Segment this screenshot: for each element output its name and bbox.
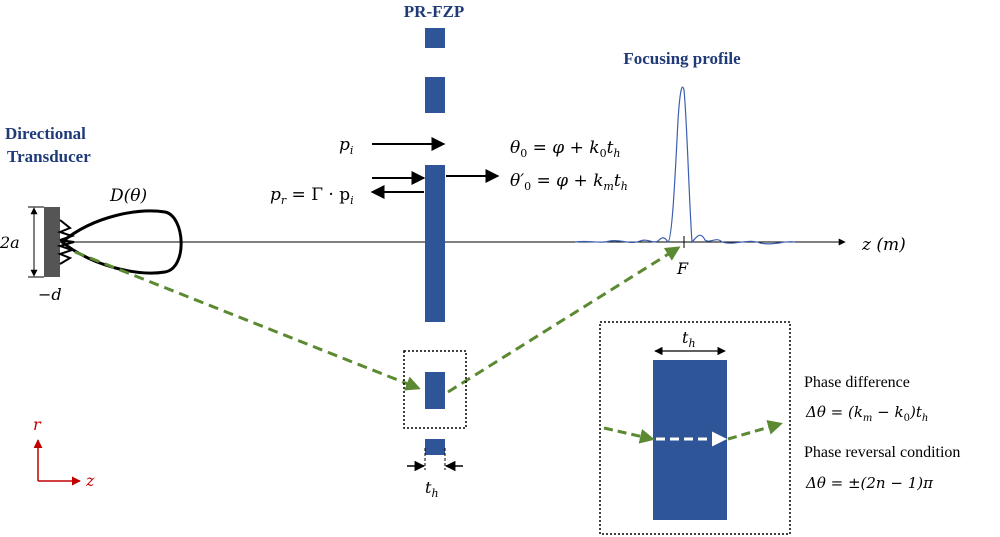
transducer-label-line2: Transducer: [7, 147, 91, 166]
focusing-profile-curve: [574, 86, 796, 245]
ray-to-focus: [447, 246, 681, 394]
transducer-fringe: [56, 219, 76, 265]
minus-d-label: −d: [38, 285, 62, 304]
focusing-profile-label: Focusing profile: [623, 49, 741, 68]
theta0-prime-equation: θ′0 = φ + kmth: [510, 171, 628, 193]
plate-title: PR-FZP: [404, 2, 464, 21]
phase-difference-title: Phase difference: [804, 374, 910, 391]
zoom-box-small: [403, 350, 467, 429]
incident-label: pi: [339, 135, 353, 157]
inset-ray-in: [603, 426, 655, 444]
coord-z-label: z: [85, 471, 95, 490]
ray-to-plate: [74, 250, 421, 391]
plate-ring-2: [425, 77, 445, 113]
reflected-label: pr = Γ · pi: [270, 185, 354, 207]
phase-reversal-title: Phase reversal condition: [804, 444, 960, 461]
th-inset-label: th: [682, 328, 696, 350]
z-axis-label: z (m): [861, 235, 906, 255]
th-bottom-label: th: [425, 478, 439, 500]
theta0-equation: θ0 = φ + k0th: [510, 138, 621, 160]
plate-center: [425, 165, 445, 322]
transducer-label-line1: Directional: [5, 124, 86, 143]
transducer-body: [44, 207, 60, 277]
phase-difference-equation: Δθ = (km − k0)th: [805, 403, 928, 424]
focus-label: F: [676, 259, 689, 278]
inset-box: [599, 321, 791, 535]
plate-ring-bottom: [425, 439, 445, 455]
directivity-label: D(θ): [109, 186, 147, 206]
inset-ray-out: [727, 420, 783, 441]
aperture-label: 2a: [0, 233, 20, 252]
plate-ring-lower: [425, 372, 445, 409]
plate-ring-1: [425, 28, 445, 48]
coord-r-label: r: [33, 415, 42, 434]
directivity-lobe: [59, 209, 183, 275]
phase-reversal-equation: Δθ = ±(2n − 1)π: [805, 474, 934, 492]
